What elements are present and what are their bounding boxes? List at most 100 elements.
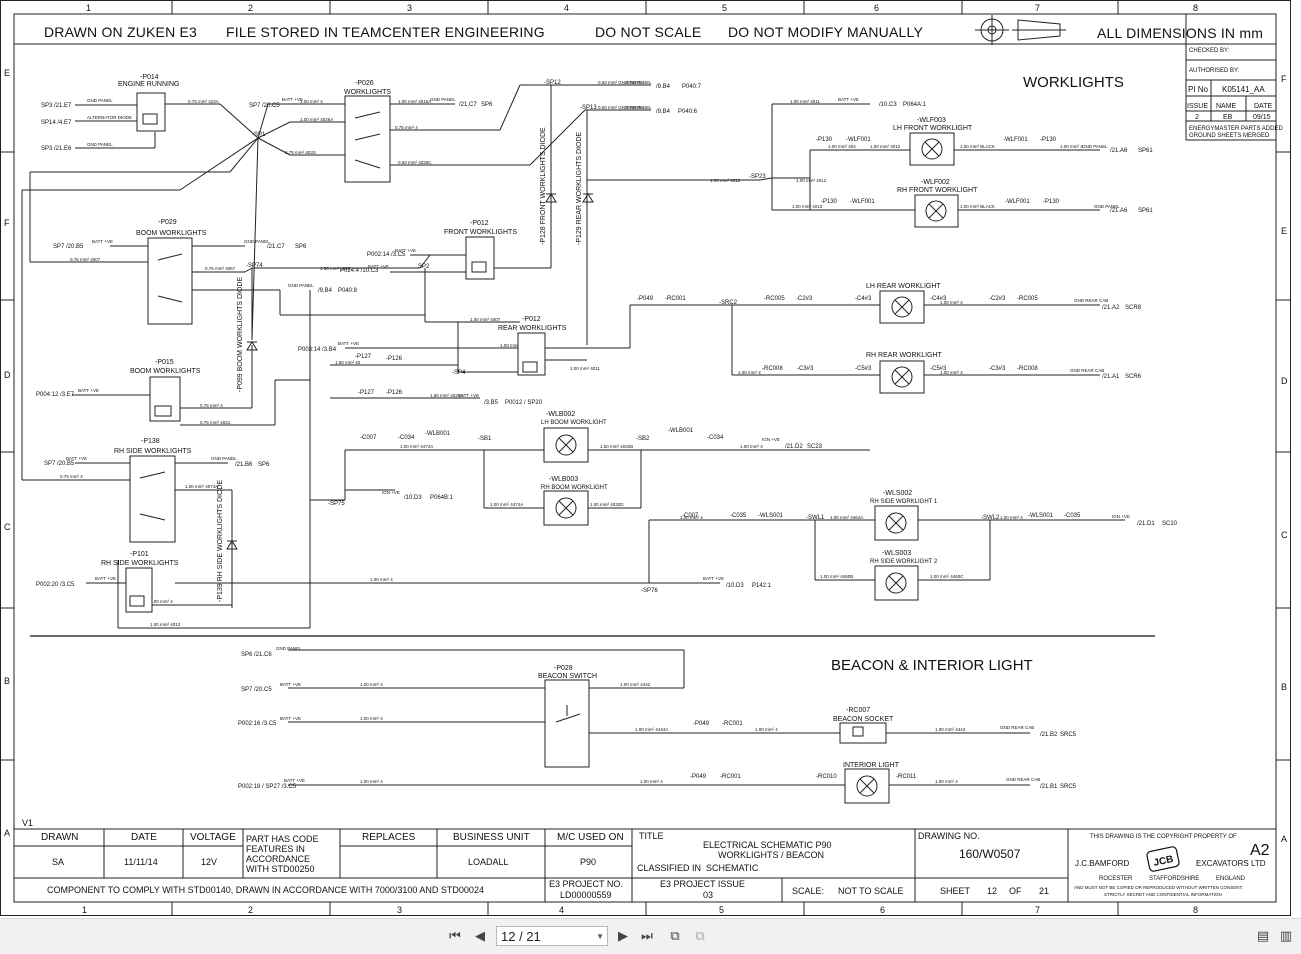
svg-text:M/C USED ON: M/C USED ON — [557, 832, 624, 843]
svg-text:-WLF003: -WLF003 — [917, 117, 946, 124]
wiring — [21, 84, 1125, 786]
grid-side — [0, 151, 1290, 761]
first-page-icon[interactable]: ⏮ — [449, 929, 461, 944]
svg-text:-SP76: -SP76 — [641, 588, 658, 594]
svg-text:BATT +VE: BATT +VE — [284, 778, 305, 783]
svg-text:REAR WORKLIGHTS: REAR WORKLIGHTS — [498, 325, 567, 332]
lamp-rh-front-worklight: -WLF002 RH FRONT WORKLIGHT — [897, 179, 978, 228]
svg-text:-P026: -P026 — [355, 80, 374, 87]
p012-front-worklights-relay: -P012 FRONT WORKLIGHTS — [444, 220, 517, 280]
terminal-labels: SP3 /21.E7 SP14 /4.E7 SP3 /21.E6 SP7 /20… — [36, 80, 1178, 790]
single-page-view-icon[interactable]: ▤ — [1256, 929, 1270, 944]
svg-text:/21.B2: /21.B2 — [1040, 732, 1058, 738]
svg-text:-C034: -C034 — [398, 435, 415, 441]
svg-text:-WLF001: -WLF001 — [850, 199, 875, 205]
svg-text:BATT +VE: BATT +VE — [92, 239, 113, 244]
chevron-down-icon[interactable]: ▼ — [596, 932, 604, 941]
svg-text:BOOM WORKLIGHTS: BOOM WORKLIGHTS — [130, 368, 201, 375]
svg-text:P040:6: P040:6 — [678, 109, 698, 115]
svg-text:-SWL2: -SWL2 — [981, 515, 1000, 521]
svg-text:SP7 /20.B5: SP7 /20.B5 — [53, 244, 84, 250]
svg-text:BATT +VE: BATT +VE — [703, 576, 724, 581]
svg-text:-WLB002: -WLB002 — [546, 411, 575, 418]
svg-text:1.00 mm² 4012: 1.00 mm² 4012 — [796, 178, 827, 183]
svg-text:BUSINESS UNIT: BUSINESS UNIT — [453, 832, 530, 843]
schematic-sheet: 1 2 3 4 5 6 7 8 1 2 3 4 5 6 7 8 E F D C … — [0, 0, 1291, 916]
previous-page-icon[interactable]: ◀ — [475, 929, 485, 944]
svg-text:PI No: PI No — [1188, 85, 1209, 94]
svg-text:P064A:1: P064A:1 — [903, 102, 927, 108]
viewer-toolbar: ⏮ ◀ 12 / 21 ▼ ▶ ⏭ ⧉ ⧉ ▤ ▥ — [0, 918, 1301, 954]
svg-text:-WLS001: -WLS001 — [1028, 513, 1054, 519]
svg-text:1.00 mm² 4015A: 1.00 mm² 4015A — [398, 99, 431, 104]
svg-text:21: 21 — [1039, 886, 1049, 896]
svg-text:DRAWING NO.: DRAWING NO. — [918, 831, 980, 841]
header: DRAWN ON ZUKEN E3 FILE STORED IN TEAMCEN… — [44, 24, 1263, 41]
svg-text:OF: OF — [1009, 886, 1022, 896]
svg-text:-C4#3: -C4#3 — [855, 296, 872, 302]
svg-text:EXCAVATORS LTD: EXCAVATORS LTD — [1196, 859, 1266, 868]
svg-text:A: A — [4, 828, 10, 838]
svg-text:PART HAS CODE: PART HAS CODE — [246, 834, 319, 844]
svg-text:GND PANEL: GND PANEL — [288, 283, 314, 288]
svg-text:-WLB001: -WLB001 — [668, 428, 694, 434]
svg-text:IGN +VE: IGN +VE — [382, 490, 400, 495]
svg-text:-WLF002: -WLF002 — [921, 179, 950, 186]
svg-text:SC10: SC10 — [1162, 521, 1178, 527]
svg-text:1.00 mm² 4444A: 1.00 mm² 4444A — [635, 727, 668, 732]
revision-block: CHECKED BY: AUTHORISED BY: PI No K05141_… — [1185, 14, 1283, 141]
svg-text:A: A — [1281, 834, 1287, 844]
svg-text:-C3#3: -C3#3 — [797, 366, 814, 372]
page-number-value: 12 / 21 — [501, 929, 541, 944]
svg-text:1.00 mm² 4007: 1.00 mm² 4007 — [470, 317, 501, 322]
svg-text:-C2#3: -C2#3 — [989, 296, 1006, 302]
continuous-view-icon[interactable]: ▥ — [1279, 929, 1293, 944]
svg-text:BATT +VE: BATT +VE — [66, 456, 87, 461]
svg-text:ENERGYMASTER PARTS ADDED: ENERGYMASTER PARTS ADDED — [1189, 126, 1283, 132]
svg-text:SP3 /21.E6: SP3 /21.E6 — [41, 146, 72, 152]
svg-text:1.00 mm² 4: 1.00 mm² 4 — [740, 444, 763, 449]
svg-text:-P049: -P049 — [690, 774, 707, 780]
svg-text:-P139 RH SIDE WORKLIGHTS DIODE: -P139 RH SIDE WORKLIGHTS DIODE — [217, 480, 224, 602]
last-page-icon[interactable]: ⏭ — [641, 929, 653, 944]
copy-page-icon[interactable]: ⧉ — [695, 929, 705, 944]
svg-text:BEACON SOCKET: BEACON SOCKET — [833, 716, 894, 723]
svg-text:/21.D2: /21.D2 — [785, 444, 803, 450]
svg-text:/21.D1: /21.D1 — [1137, 521, 1155, 527]
fit-page-icon[interactable]: ⧉ — [670, 929, 680, 944]
svg-text:BATT +VE: BATT +VE — [338, 341, 359, 346]
page-number-input[interactable]: 12 / 21 ▼ — [496, 926, 608, 946]
svg-text:-P049: -P049 — [693, 721, 710, 727]
lamp-lh-boom-worklight: -WLB002 LH BOOM WORKLIGHT — [541, 411, 607, 463]
svg-text:-WLF001: -WLF001 — [1005, 199, 1030, 205]
grid-column-labels: 1 2 3 4 5 6 7 8 1 2 3 4 5 6 7 8 — [82, 3, 1198, 915]
svg-text:/21.A6: /21.A6 — [1110, 208, 1128, 214]
svg-text:1.00 mm² 4474A: 1.00 mm² 4474A — [490, 502, 523, 507]
svg-text:GND PANEL: GND PANEL — [1094, 204, 1120, 209]
lamp-interior-light: INTERIOR LIGHT — [843, 762, 900, 804]
svg-text:-P029: -P029 — [158, 219, 177, 226]
svg-text:-RC010: -RC010 — [816, 774, 837, 780]
connector-labels: -P130 -WLF001 -WLF001 -P130 -P130 -WLF00… — [355, 137, 1081, 780]
svg-text:RH SIDE WORKLIGHTS: RH SIDE WORKLIGHTS — [101, 560, 179, 567]
svg-text:-C5#3: -C5#3 — [855, 366, 872, 372]
svg-text:/3.B5: /3.B5 — [484, 400, 499, 406]
lamp-rh-side-worklight-2: -WLS003 RH SIDE WORKLIGHT 2 — [870, 550, 938, 601]
svg-text:GND PANEL: GND PANEL — [87, 142, 113, 147]
next-page-icon[interactable]: ▶ — [618, 929, 628, 944]
svg-text:-SB2: -SB2 — [636, 436, 650, 442]
svg-text:GND PANEL: GND PANEL — [87, 98, 113, 103]
svg-text:INTERIOR LIGHT: INTERIOR LIGHT — [843, 762, 900, 769]
svg-text:REPLACES: REPLACES — [362, 832, 416, 843]
svg-text:-P130: -P130 — [1043, 199, 1060, 205]
svg-text:DRAWN: DRAWN — [41, 832, 78, 843]
svg-text:SRC5: SRC5 — [1060, 784, 1077, 790]
svg-text:1.00 mm² 4074A: 1.00 mm² 4074A — [185, 484, 218, 489]
svg-text:1.00 mm² 4442: 1.00 mm² 4442 — [620, 682, 651, 687]
svg-text:1.00 mm² 4: 1.00 mm² 4 — [150, 599, 173, 604]
svg-text:ALTERNATOR DIODE: ALTERNATOR DIODE — [87, 115, 132, 120]
title-block: V1 DRAWN DATE VOLTAGE PART HAS CODE FEAT… — [13, 818, 1277, 903]
svg-text:E3 PROJECT NO.: E3 PROJECT NO. — [549, 879, 623, 889]
svg-text:1.00 mm² 4: 1.00 mm² 4 — [360, 682, 383, 687]
svg-text:1.00 mm² 4012: 1.00 mm² 4012 — [870, 144, 901, 149]
